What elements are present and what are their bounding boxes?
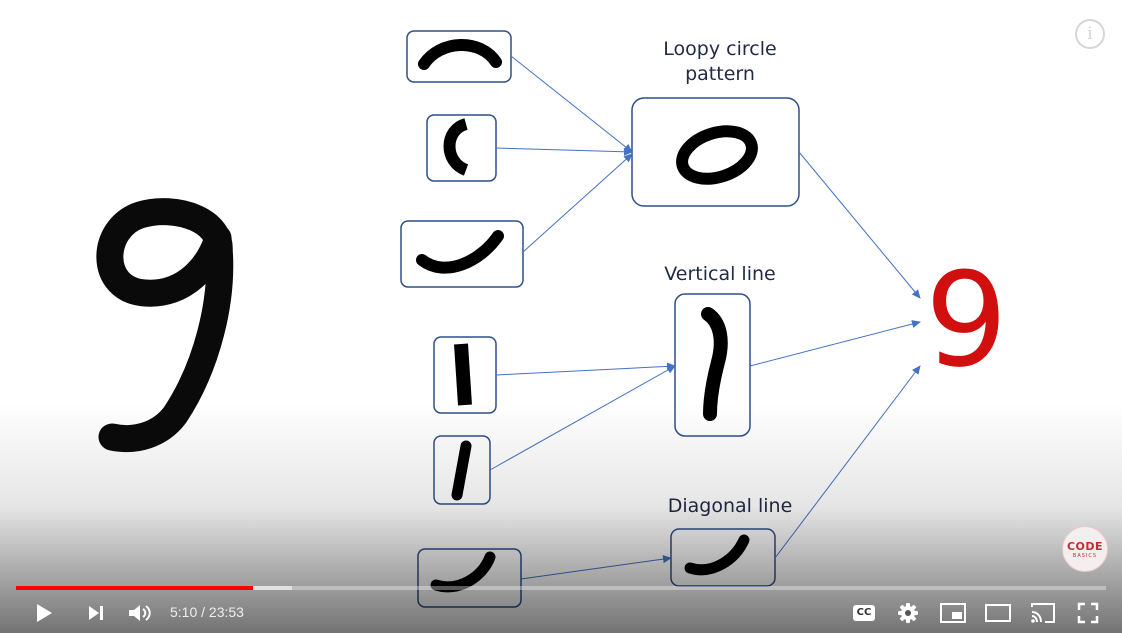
cast-icon [1031, 602, 1055, 623]
settings-icon [898, 602, 918, 623]
label-diagonal-line: Diagonal line [667, 495, 793, 517]
patch-vertical-1 [433, 336, 497, 414]
watermark-line1: CODE [1066, 540, 1104, 553]
next-icon [89, 605, 103, 620]
next-button[interactable] [78, 592, 114, 633]
label-vertical-line: Vertical line [664, 263, 776, 285]
label-loopy-line2: pattern [685, 63, 755, 85]
current-time: 5:10 [170, 604, 198, 620]
control-bar: 5:10 / 23:53 CC [0, 592, 1122, 633]
play-button[interactable] [26, 592, 62, 633]
progress-bar[interactable] [16, 586, 1106, 590]
play-icon [37, 603, 52, 622]
volume-icon [129, 604, 151, 621]
time-display: 5:10 / 23:53 [170, 592, 244, 633]
label-loopy-line1: Loopy circle [663, 38, 777, 60]
mute-button[interactable] [122, 592, 158, 633]
captions-label: CC [856, 606, 872, 618]
fullscreen-icon [1077, 602, 1099, 623]
result-digit: 9 [925, 244, 1008, 396]
captions-button[interactable]: CC [846, 592, 882, 633]
played-bar [16, 586, 253, 590]
captions-icon: CC [853, 604, 875, 621]
channel-watermark[interactable]: CODE BASICS [1062, 526, 1108, 572]
theater-icon [985, 603, 1011, 622]
miniplayer-icon [940, 602, 966, 623]
feature-loopy-box [631, 97, 800, 207]
miniplayer-button[interactable] [935, 592, 971, 633]
time-separator: / [197, 604, 209, 620]
label-loopy-circle: Loopy circle pattern [640, 37, 800, 87]
patch-curve [426, 114, 497, 182]
patch-arc [406, 30, 512, 83]
duration: 23:53 [208, 604, 244, 620]
fullscreen-button[interactable] [1070, 592, 1106, 633]
feature-vertical-box [674, 293, 751, 437]
handwritten-nine [96, 198, 234, 453]
theater-button[interactable] [980, 592, 1016, 633]
patch-vertical-2 [433, 435, 491, 505]
settings-button[interactable] [890, 592, 926, 633]
cast-button[interactable] [1025, 592, 1061, 633]
feature-diagonal-box [670, 528, 776, 587]
info-icon[interactable]: i [1075, 19, 1105, 49]
watermark-line2: BASICS [1072, 553, 1098, 559]
patch-hook [400, 220, 524, 288]
